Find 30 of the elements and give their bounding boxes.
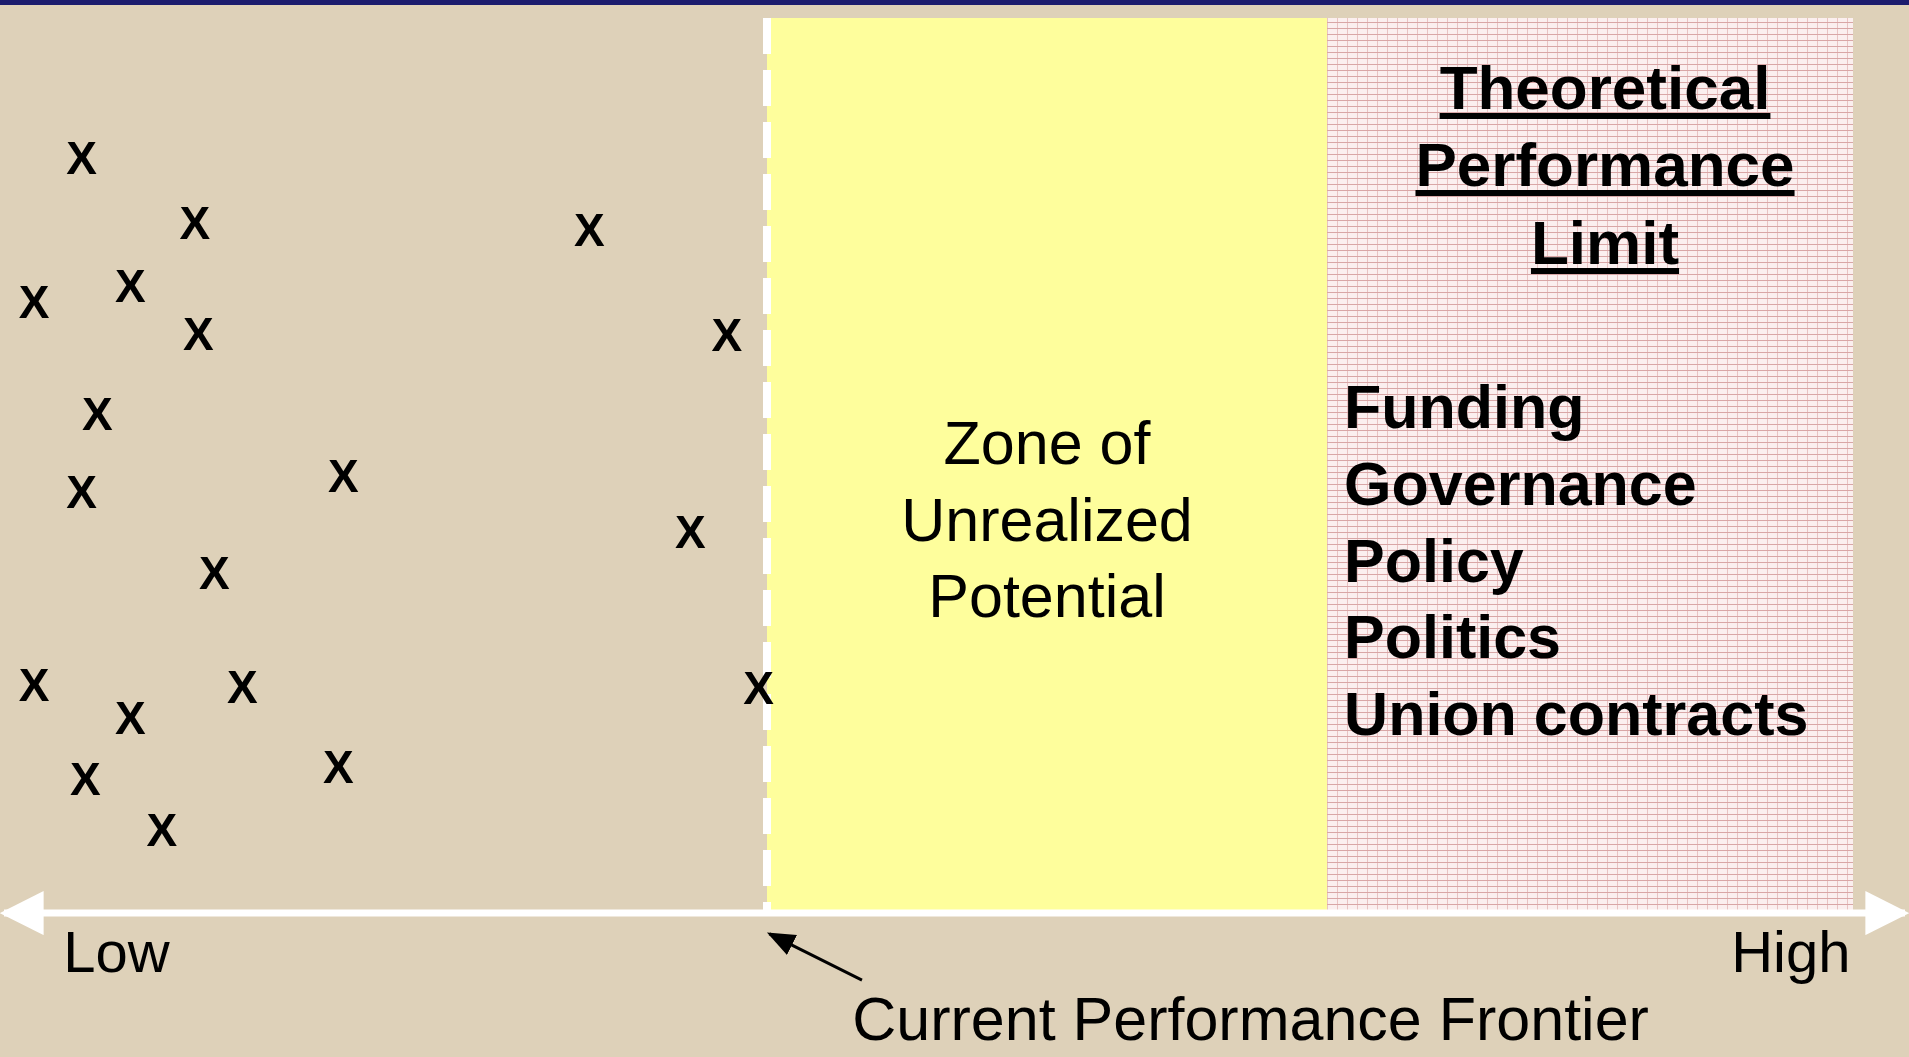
data-point-mark: X [323, 744, 354, 790]
leader-arrow [766, 932, 863, 982]
caption-text: Current Performance Frontier [852, 988, 1649, 1050]
data-point-mark: X [18, 278, 50, 325]
data-point-mark: X [18, 662, 50, 709]
constraint-item: Funding [1344, 372, 1585, 444]
data-point-mark: X [66, 468, 97, 515]
data-point-mark: X [114, 695, 146, 742]
data-point-mark: X [226, 663, 258, 710]
zone-label: Zone of Unrealized Potential [900, 408, 1194, 632]
data-point-mark: X [82, 390, 113, 437]
data-point-mark: X [573, 207, 605, 254]
limit-panel [1327, 18, 1853, 911]
data-point-mark: X [146, 807, 178, 854]
constraint-item: Politics [1344, 602, 1562, 674]
data-point-mark: X [198, 550, 230, 597]
data-point-mark: X [743, 664, 774, 711]
constraint-item: Union contracts [1344, 679, 1809, 751]
constraint-item: Governance [1344, 449, 1697, 520]
data-point-mark: X [69, 756, 101, 803]
data-point-mark: X [114, 263, 146, 310]
data-point-mark: X [711, 311, 743, 358]
data-point-mark: X [179, 199, 211, 246]
data-point-mark: X [66, 135, 97, 182]
constraint-item: Policy [1344, 525, 1524, 597]
limit-heading: Theoretical Performance Limit [1414, 51, 1796, 279]
data-point-mark: X [327, 453, 359, 500]
data-point-mark: X [183, 310, 214, 357]
data-point-mark: X [674, 509, 706, 556]
axis-end-label: Low [63, 922, 170, 981]
